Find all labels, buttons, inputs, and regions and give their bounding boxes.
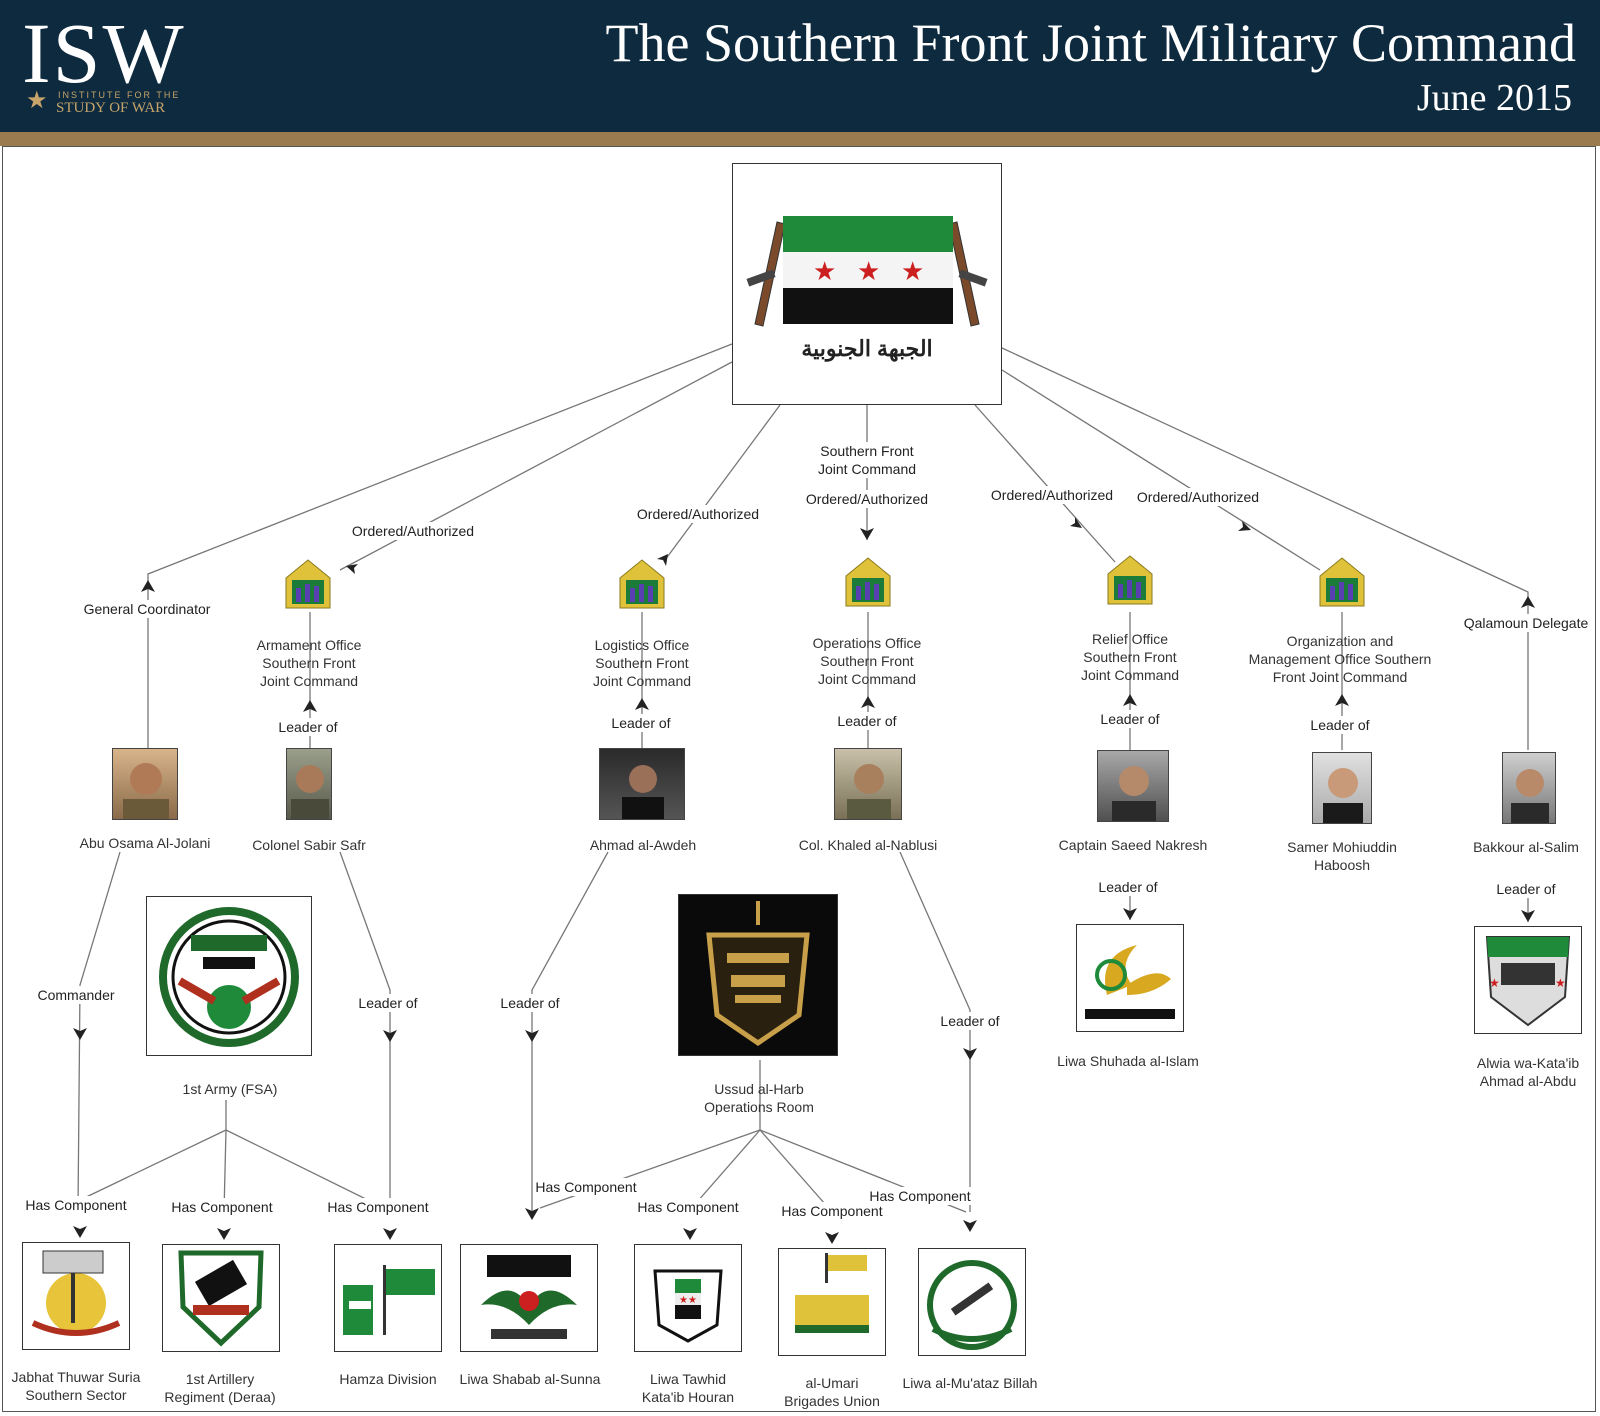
component-logo xyxy=(460,1244,598,1352)
svg-text:★: ★ xyxy=(857,257,880,287)
person-photo xyxy=(286,748,332,820)
svg-text:★★: ★★ xyxy=(679,1295,697,1306)
edge-label: Has Component xyxy=(23,1196,129,1214)
edge-label: Joint Command xyxy=(815,460,919,478)
component-name: Hamza Division xyxy=(339,1371,437,1387)
component-logo xyxy=(918,1248,1026,1356)
edge-label: Has Component xyxy=(533,1178,639,1196)
office-icon xyxy=(285,559,331,609)
svg-text:★: ★ xyxy=(813,257,836,287)
logo-wordmark: STUDY OF WAR xyxy=(56,100,166,116)
edge-label: Leader of xyxy=(1308,716,1372,734)
southern-front-root: ★ ★ ★ الجبهة الجنوبية xyxy=(732,163,1002,405)
person-photo xyxy=(1097,750,1169,822)
edge-label: Has Component xyxy=(779,1202,885,1220)
page-title: The Southern Front Joint Military Comman… xyxy=(605,13,1576,73)
component-logo xyxy=(778,1248,886,1356)
edge-label: Ordered/Authorized xyxy=(634,505,762,523)
edge-label: Leader of xyxy=(835,712,899,730)
person-photo xyxy=(1502,752,1556,824)
page-date: June 2015 xyxy=(1416,77,1572,119)
person-name: Col. Khaled al-Nablusi xyxy=(798,837,938,853)
first-army-logo xyxy=(146,896,312,1056)
liwa-shuhada-logo xyxy=(1076,924,1184,1032)
svg-text:★: ★ xyxy=(901,257,924,287)
edge-label: Qalamoun Delegate xyxy=(1461,614,1591,632)
edge-label: Leader of xyxy=(1098,710,1162,728)
group-name: 1st Army (FSA) xyxy=(182,1081,278,1097)
star-icon: ★ xyxy=(26,87,48,114)
edge-label: Has Component xyxy=(635,1198,741,1216)
person-name: Captain Saeed Nakresh xyxy=(1058,837,1208,853)
header-banner: ISW ★ INSTITUTE FOR THE STUDY OF WAR The… xyxy=(0,0,1600,132)
edge-label: Leader of xyxy=(609,714,673,732)
diagram-frame xyxy=(2,146,1596,1412)
svg-text:★: ★ xyxy=(1489,976,1500,990)
person-name: Bakkour al-Salim xyxy=(1473,839,1579,855)
person-name: Abu Osama Al-Jolani xyxy=(79,835,211,851)
svg-text:★: ★ xyxy=(1555,976,1566,990)
ussud-al-harb-logo xyxy=(678,894,838,1056)
edge-label: General Coordinator xyxy=(81,600,213,618)
logo-tagline: INSTITUTE FOR THE xyxy=(58,90,181,100)
edge-label: Has Component xyxy=(325,1198,431,1216)
edge-label: Southern Front xyxy=(818,442,916,460)
office-icon xyxy=(619,559,665,609)
person-name: Ahmad al-Awdeh xyxy=(589,837,697,853)
person-photo xyxy=(834,748,902,820)
person-photo xyxy=(112,748,178,820)
component-name: Liwa al-Mu'ataz Billah xyxy=(902,1375,1038,1391)
component-logo xyxy=(162,1244,280,1352)
component-name: Liwa Shabab al-Sunna xyxy=(459,1371,601,1387)
edge-label: Commander xyxy=(35,986,117,1004)
edge-label: Leader of xyxy=(1494,880,1558,898)
group-name: Liwa Shuhada al-Islam xyxy=(1057,1053,1199,1069)
edge-label: Ordered/Authorized xyxy=(988,486,1116,504)
office-icon xyxy=(1319,557,1365,607)
person-name: Colonel Sabir Safr xyxy=(252,837,366,853)
component-logo xyxy=(22,1242,130,1350)
office-icon xyxy=(845,557,891,607)
edge-label: Ordered/Authorized xyxy=(349,522,477,540)
divider-bar xyxy=(0,132,1600,146)
component-logo xyxy=(334,1244,442,1352)
edge-label: Ordered/Authorized xyxy=(803,490,931,508)
isw-logo: ISW xyxy=(22,5,186,101)
edge-label: Has Component xyxy=(169,1198,275,1216)
edge-label: Leader of xyxy=(356,994,420,1012)
alwia-ahmad-logo: ★ ★ xyxy=(1474,926,1582,1034)
edge-label: Leader of xyxy=(938,1012,1002,1030)
office-icon xyxy=(1107,555,1153,605)
edge-root-coordinator xyxy=(147,343,733,748)
arrow-icon xyxy=(141,580,155,592)
edge-label: Ordered/Authorized xyxy=(1134,488,1262,506)
edge-label: Has Component xyxy=(867,1187,973,1205)
person-photo xyxy=(599,748,685,820)
edge-label: Leader of xyxy=(498,994,562,1012)
person-photo xyxy=(1312,752,1372,824)
component-logo: ★★ xyxy=(634,1244,742,1352)
edge-label: Leader of xyxy=(276,718,340,736)
flag-icon: ★ ★ ★ xyxy=(746,216,988,327)
edge-label: Leader of xyxy=(1096,878,1160,896)
root-arabic-label: الجبهة الجنوبية xyxy=(801,336,933,361)
